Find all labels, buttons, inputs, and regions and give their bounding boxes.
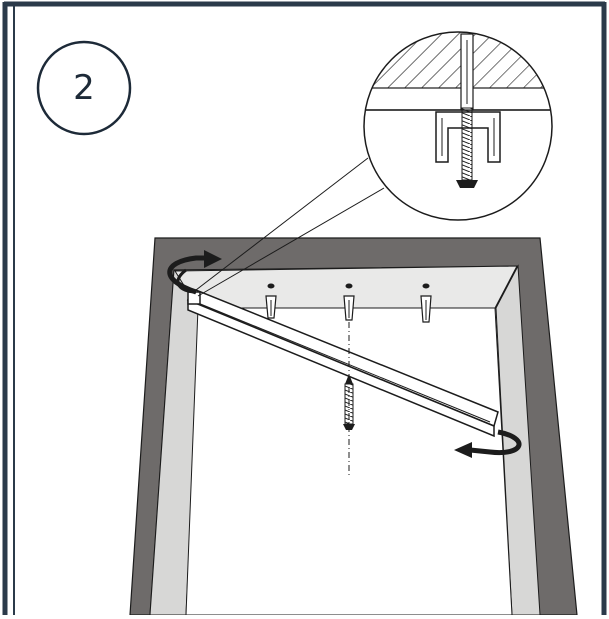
detail-magnifier [363,31,553,221]
curtain-rail [186,289,499,438]
step-circle [36,40,132,136]
wall-plug-icon [343,283,355,321]
wall-plugs [265,283,432,323]
screw-icon [343,374,355,430]
rotate-arrow-icon [454,429,522,458]
detail-leader-lines [195,157,385,297]
rotate-arrow-icon [167,250,222,295]
wall-plug-icon [265,283,277,319]
step-number: 2 [73,68,95,108]
wall-plug-icon [420,283,432,323]
